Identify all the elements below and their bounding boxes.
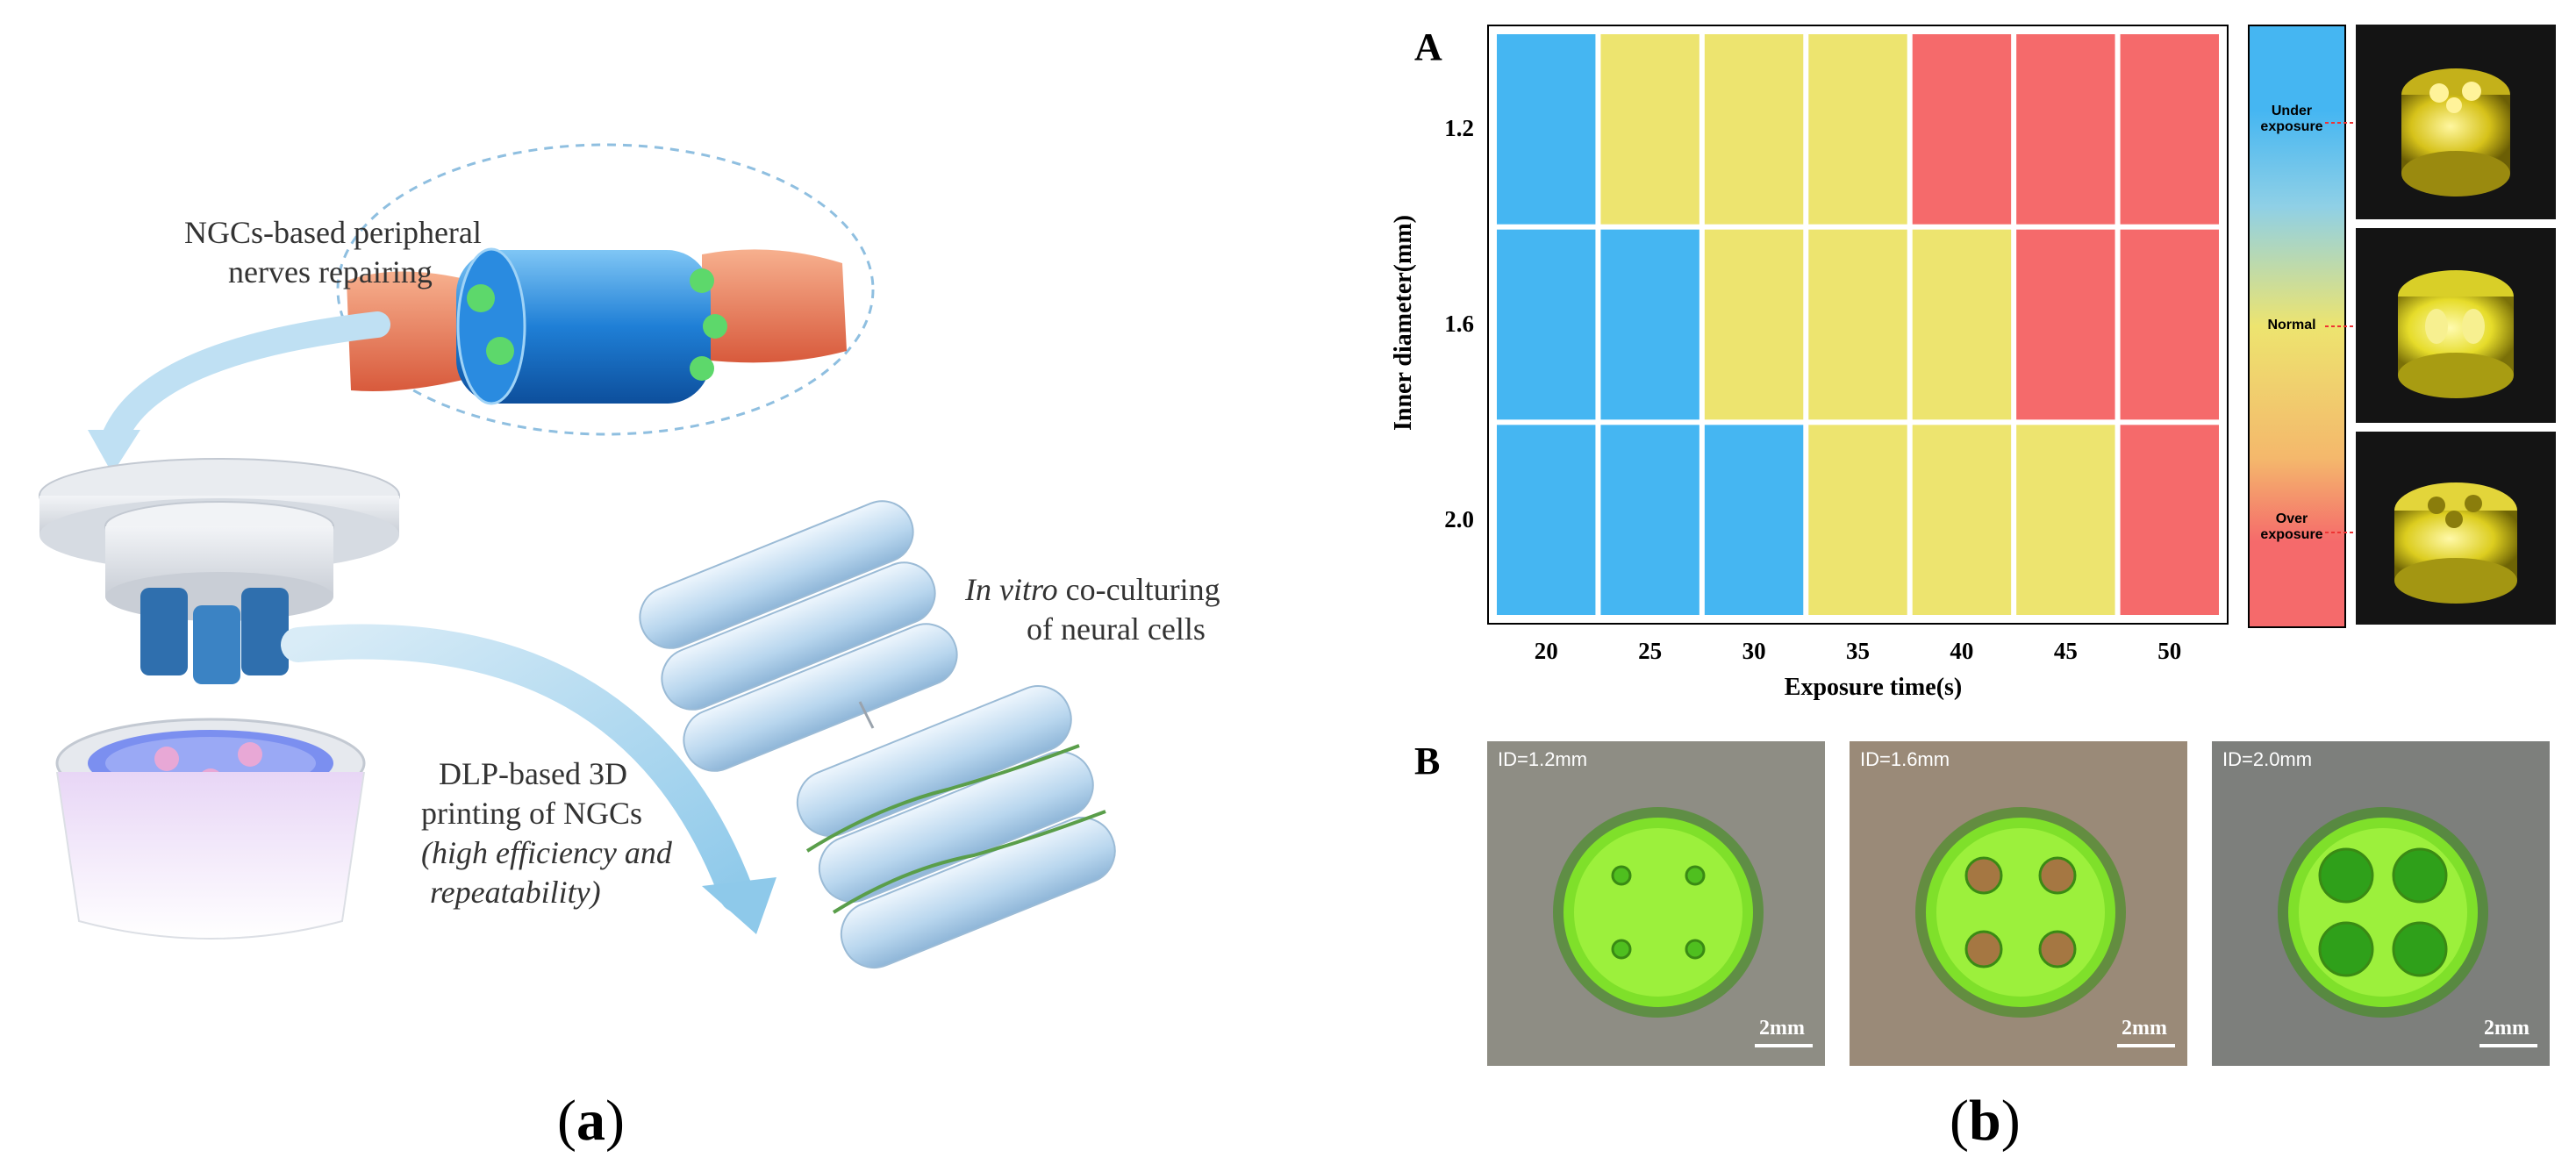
heatmap-cell <box>1912 229 2012 420</box>
scale-bar <box>2117 1044 2175 1047</box>
microscope-photo: ID=1.6mm 2mm <box>1850 741 2187 1066</box>
heatmap-cells <box>1497 34 2219 615</box>
repair-text: NGCs-based peripheral nerves repairing <box>184 213 482 292</box>
printed-ngcs <box>140 588 289 684</box>
printing-text: DLP-based 3D printing of NGCs (high effi… <box>421 754 672 912</box>
scale-bar-label: 2mm <box>1759 1017 1805 1040</box>
heatmap-cell <box>2120 425 2219 615</box>
heatmap-cell <box>1497 425 1596 615</box>
culture-text: In vitro co-culturing of neural cells <box>965 570 1220 649</box>
printing-text-line-3: (high efficiency and <box>421 835 672 870</box>
y-axis-title: Inner diameter(mm) <box>1390 215 1417 431</box>
exposure-heatmap <box>1487 25 2229 625</box>
inner-diameter-label: ID=2.0mm <box>2222 748 2313 770</box>
scale-bar <box>2479 1044 2537 1047</box>
caption-b: (b) <box>1950 1089 2021 1153</box>
nerve-left <box>347 271 474 391</box>
x-tick-label: 20 <box>1534 638 1558 664</box>
printing-text-line-4: repeatability) <box>430 875 601 910</box>
heatmap-cell <box>1704 425 1804 615</box>
repair-text-line-2: nerves repairing <box>228 254 433 289</box>
caption-a: (a) <box>557 1089 625 1153</box>
culture-conduits-top <box>639 500 958 772</box>
scale-bar <box>1755 1044 1813 1047</box>
heatmap-cell <box>1912 34 2012 225</box>
heatmap-cell <box>1808 425 1907 615</box>
heatmap-cell <box>1704 229 1804 420</box>
exposure-colorbar <box>2248 25 2346 628</box>
scale-bar-label: 2mm <box>2122 1017 2167 1040</box>
nerve-right <box>702 249 847 363</box>
culture-text-rest: co-culturing <box>1057 572 1220 607</box>
culture-conduits-bottom <box>796 685 1116 968</box>
x-tick-label: 45 <box>2053 638 2078 664</box>
heatmap-cell <box>2016 34 2115 225</box>
heatmap-cell <box>1704 34 1804 225</box>
colorbar-label-normal: Normal <box>2267 318 2316 332</box>
heatmap-cell <box>2016 229 2115 420</box>
inner-diameter-label: ID=1.6mm <box>1860 748 1950 770</box>
microscope-photo: ID=1.2mm 2mm <box>1487 741 1825 1066</box>
y-tick-label: 1.6 <box>1444 311 1474 337</box>
heatmap-cell <box>1808 34 1907 225</box>
heatmap-cell <box>1497 229 1596 420</box>
process-arrow-1 <box>101 311 390 452</box>
heatmap-cell <box>1600 229 1699 420</box>
photo-over-exposure <box>2356 432 2556 625</box>
heatmap-cell <box>1600 425 1699 615</box>
inner-diameter-label: ID=1.2mm <box>1498 748 1588 770</box>
heatmap-cell <box>1912 425 2012 615</box>
conduit-cross-section <box>1915 807 2126 1018</box>
x-tick-label: 50 <box>2157 638 2182 664</box>
printing-text-line-1: DLP-based 3D <box>439 756 627 791</box>
schematic-illustration <box>39 143 1116 968</box>
x-tick-label: 35 <box>1846 638 1870 664</box>
zoom-bubble <box>336 143 875 436</box>
heatmap-cell <box>1600 34 1699 225</box>
x-tick-label: 40 <box>1950 638 1974 664</box>
panel-letter-a: A <box>1414 25 1442 68</box>
culture-text-italic: In vitro <box>965 572 1058 607</box>
y-tick-label: 2.0 <box>1444 505 1474 532</box>
process-arrow-2 <box>281 624 755 912</box>
x-axis-title: Exposure time(s) <box>1784 674 1963 701</box>
x-tick-label: 25 <box>1638 638 1663 664</box>
x-tick-label: 30 <box>1742 638 1766 664</box>
heatmap-cell <box>1497 34 1596 225</box>
panel-letter-b: B <box>1414 740 1441 783</box>
heatmap-cell <box>2120 34 2219 225</box>
conduit-cross-section <box>2278 807 2488 1018</box>
conduit-cross-section <box>1553 807 1764 1018</box>
printing-text-line-2: printing of NGCs <box>421 796 642 831</box>
photo-under-exposure <box>2356 25 2556 219</box>
scale-bar-label: 2mm <box>2484 1017 2529 1040</box>
photo-normal <box>2356 228 2556 423</box>
heatmap-cell <box>2016 425 2115 615</box>
repair-text-line-1: NGCs-based peripheral <box>184 215 482 250</box>
heatmap-cell <box>2120 229 2219 420</box>
heatmap-cell <box>1808 229 1907 420</box>
microscope-photo: ID=2.0mm 2mm <box>2212 741 2550 1066</box>
culture-text-line-2: of neural cells <box>1027 611 1206 647</box>
y-tick-label: 1.2 <box>1444 115 1474 142</box>
